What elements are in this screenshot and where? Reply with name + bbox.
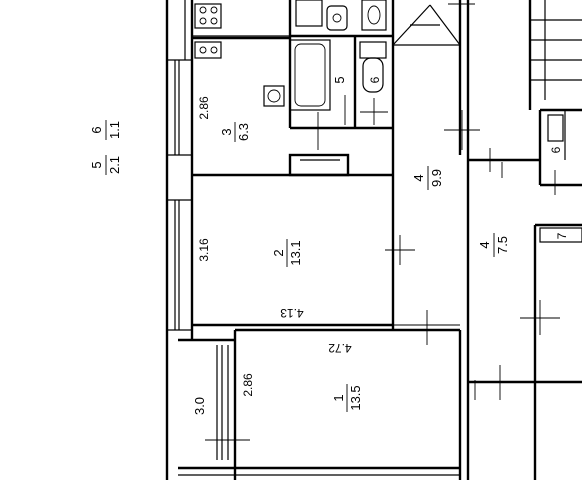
- room-2-number: 2: [271, 249, 286, 256]
- hall-right-number: 4: [477, 241, 492, 248]
- hall-right-area: 7.5: [495, 236, 510, 254]
- wc-1-number: 6: [368, 76, 382, 83]
- dim-room1-length: 4.72: [328, 341, 352, 355]
- exterior-left-area: 2.1: [107, 156, 122, 174]
- hall-number: 4: [411, 174, 426, 181]
- labels: 5 2.1 6 1.1 2.86 3 6.3 5 6 4 9.9 3.16: [89, 76, 569, 415]
- right-apartment: [468, 0, 582, 480]
- room-3-number: 3: [219, 128, 234, 135]
- dim-kitchen-width: 2.86: [197, 96, 211, 120]
- entry-area: [392, 0, 480, 480]
- room-1-area: 13.5: [348, 385, 363, 410]
- bath-number: 5: [332, 76, 347, 83]
- room-3-area: 6.3: [236, 123, 251, 141]
- kitchen-fixtures: [192, 3, 290, 59]
- closet-right-number: 7: [555, 232, 569, 239]
- room-1-walls: [178, 328, 462, 480]
- dim-room2-width: 3.16: [197, 238, 211, 262]
- room-2-walls: [192, 153, 460, 345]
- hall-area: 9.9: [429, 169, 444, 187]
- exterior-left-number: 5: [89, 161, 104, 168]
- dim-room2-length: 4.13: [280, 306, 304, 320]
- wc-right-number: 6: [549, 146, 563, 153]
- left-exterior-wall: [165, 0, 194, 480]
- bathroom-block: [263, 0, 395, 330]
- dim-loggia-width: 3.0: [192, 397, 207, 415]
- room-2-area: 13.1: [288, 240, 303, 265]
- exterior-left-b-area: 1.1: [107, 121, 122, 139]
- dim-room1-width: 2.86: [241, 373, 255, 397]
- exterior-left-b-number: 6: [89, 126, 104, 133]
- room-1-number: 1: [331, 394, 346, 401]
